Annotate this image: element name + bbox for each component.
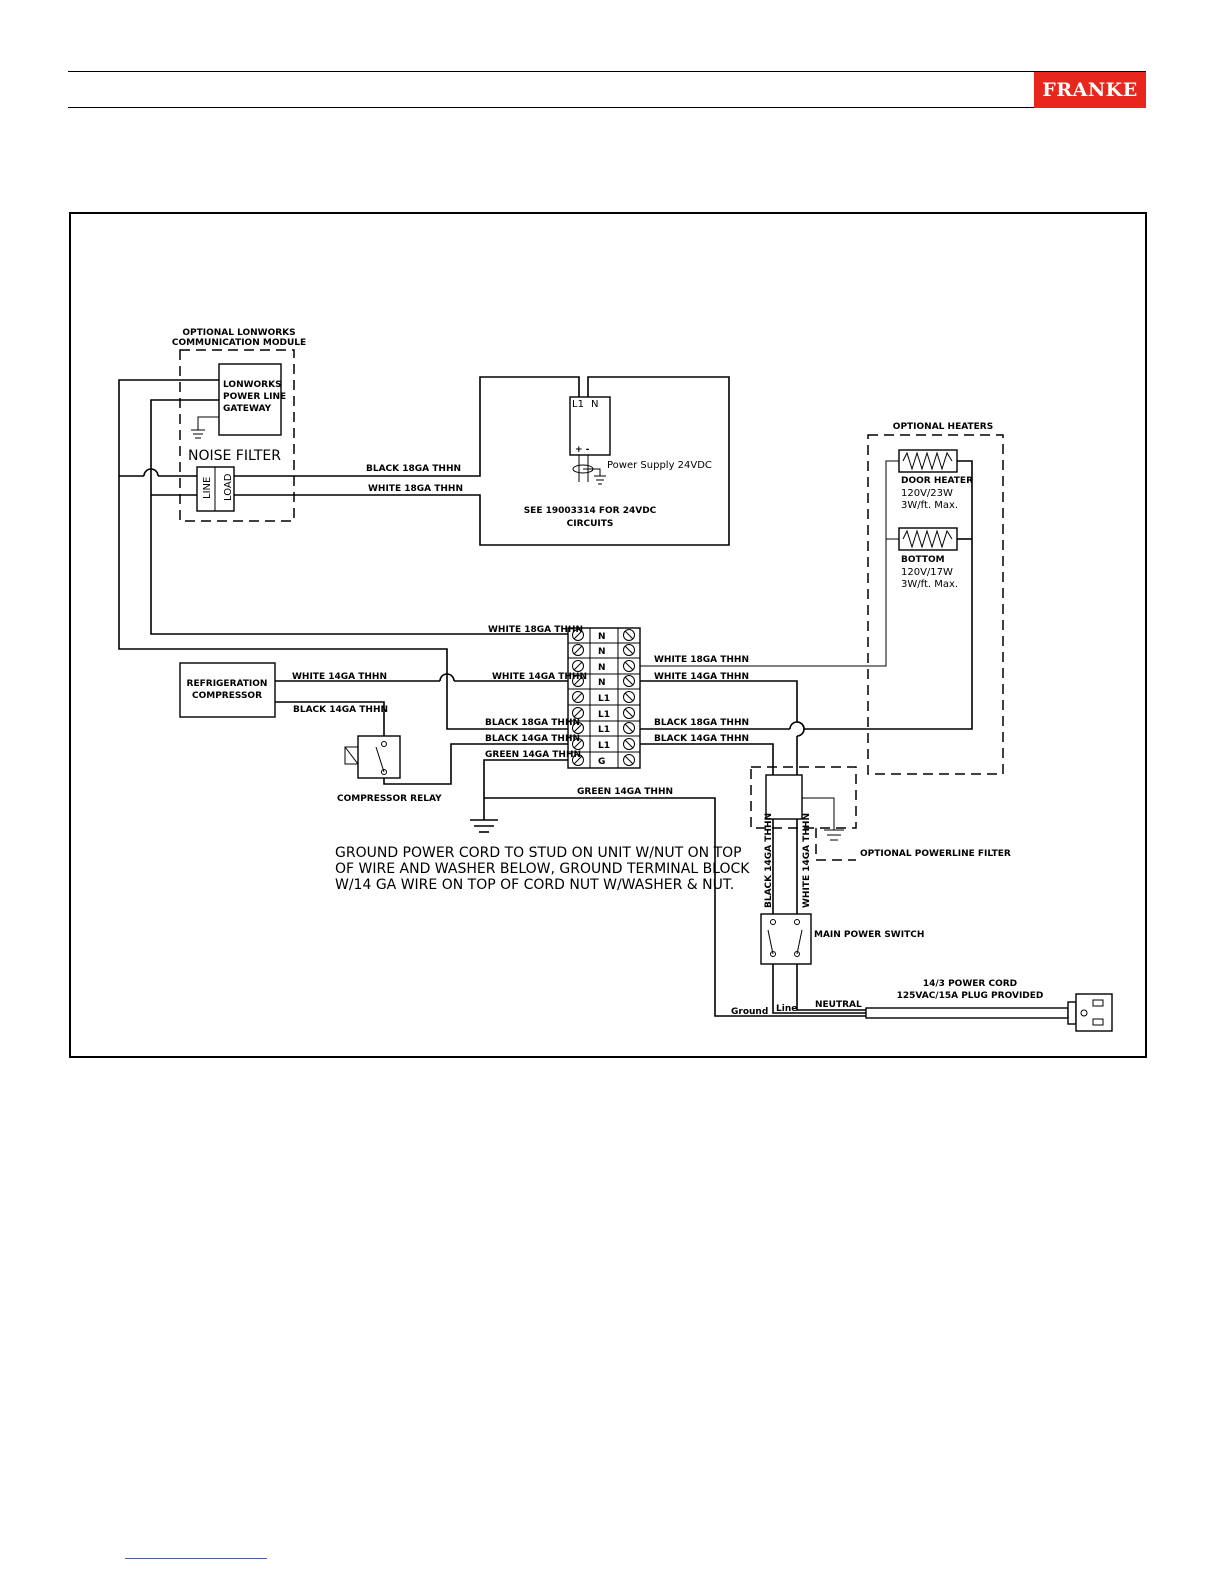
terminal-label-5: L1 (598, 694, 610, 704)
footer-link-underline[interactable] (125, 1558, 267, 1559)
noise-filter-load-label: LOAD (223, 473, 234, 501)
noise-filter-label: NOISE FILTER (188, 448, 281, 464)
wire-label-white-14-mid: WHITE 14GA THHN (492, 672, 587, 682)
chassis-ground-icon (470, 819, 498, 833)
power-supply-label: Power Supply 24VDC (607, 460, 712, 471)
ground-note-line-2: OF WIRE AND WASHER BELOW, GROUND TERMINA… (335, 861, 750, 877)
terminal-screws-right (623, 629, 635, 766)
power-supply-note-2: CIRCUITS (567, 519, 614, 529)
lonworks-module-outline (179, 349, 295, 522)
cord-ground-label: Ground (731, 1007, 768, 1017)
door-heater-resistor-icon (898, 449, 958, 473)
wire-label-white-14-comp: WHITE 14GA THHN (292, 672, 387, 682)
bottom-heater-resistor-icon (898, 527, 958, 551)
terminal-label-7: L1 (598, 725, 610, 735)
bottom-heater-label-3: 3W/ft. Max. (901, 579, 958, 590)
power-cord (865, 1007, 1069, 1019)
header-rule-bottom (68, 107, 1146, 108)
power-supply-note-1: SEE 19003314 FOR 24VDC (524, 506, 657, 516)
door-heater-label-3: 3W/ft. Max. (901, 500, 958, 511)
powerline-filter-outline (750, 766, 857, 829)
wiring-diagram: OPTIONAL LONWORKS COMMUNICATION MODULE L… (118, 328, 1113, 1032)
lonworks-group-label-1: OPTIONAL LONWORKS (182, 328, 295, 338)
compressor-relay-label: COMPRESSOR RELAY (337, 794, 442, 804)
terminal-label-3: N (598, 663, 606, 673)
power-cord-label-1: 14/3 POWER CORD (923, 979, 1017, 989)
franke-logo-text: FRANKE (1042, 79, 1138, 101)
power-supply-plus-minus: + - (575, 445, 590, 455)
powerline-filter-label: OPTIONAL POWERLINE FILTER (860, 849, 1011, 859)
gateway-ground-icon (191, 416, 219, 439)
wire-label-black-14-comp: BLACK 14GA THHN (293, 705, 388, 715)
wiring-diagram-frame: OPTIONAL LONWORKS COMMUNICATION MODULE L… (69, 212, 1147, 1058)
powerline-filter-box (765, 774, 803, 820)
cord-line-label: Line (776, 1004, 797, 1014)
lonworks-group-label-2: COMMUNICATION MODULE (172, 338, 306, 348)
power-cord-label-2: 125VAC/15A PLUG PROVIDED (897, 991, 1044, 1001)
terminal-label-9: G (598, 757, 605, 767)
wire-label-white-18-top: WHITE 18GA THHN (368, 484, 463, 494)
wire-label-white-18-left: WHITE 18GA THHN (488, 625, 583, 635)
gateway-label-2: POWER LINE (223, 392, 286, 402)
ground-note-line-1: GROUND POWER CORD TO STUD ON UNIT W/NUT … (335, 845, 742, 861)
compressor-label-2: COMPRESSOR (192, 691, 262, 701)
refrigeration-compressor-box (179, 662, 276, 718)
terminal-screws-left (572, 629, 584, 766)
terminal-block (567, 627, 641, 769)
wire-label-black-14-vert: BLACK 14GA THHN (764, 813, 774, 908)
power-supply-output-icon (572, 455, 606, 485)
wire-label-black-14-left: BLACK 14GA THHN (485, 734, 580, 744)
wire-label-black-18-top: BLACK 18GA THHN (366, 464, 461, 474)
wire-label-black-18-left: BLACK 18GA THHN (485, 718, 580, 728)
terminal-label-8: L1 (598, 741, 610, 751)
gateway-label-3: GATEWAY (223, 404, 272, 414)
noise-filter-line-label: LINE (202, 477, 213, 499)
power-supply-n: N (591, 399, 598, 410)
wire-label-white-14-vert: WHITE 14GA THHN (802, 813, 812, 908)
terminal-label-6: L1 (598, 710, 610, 720)
terminal-label-1: N (598, 632, 606, 642)
wire-label-black-18-right: BLACK 18GA THHN (654, 718, 749, 728)
lonworks-gateway-box (218, 363, 282, 436)
compressor-relay-icon (344, 735, 401, 779)
main-power-switch-icon (760, 913, 812, 965)
power-supply-box (569, 396, 611, 456)
main-switch-label: MAIN POWER SWITCH (814, 930, 924, 940)
power-supply-l1: L1 (572, 399, 584, 410)
terminal-label-2: N (598, 647, 606, 657)
wire-label-black-14-right: BLACK 14GA THHN (654, 734, 749, 744)
wire-label-white-18-right: WHITE 18GA THHN (654, 655, 749, 665)
wire-label-white-14-right: WHITE 14GA THHN (654, 672, 749, 682)
franke-logo: FRANKE (1034, 72, 1146, 108)
ground-note-line-3: W/14 GA WIRE ON TOP OF CORD NUT W/WASHER… (335, 877, 734, 893)
heaters-group-label: OPTIONAL HEATERS (893, 422, 993, 432)
wire-label-green-14-left: GREEN 14GA THHN (485, 750, 581, 760)
wire-label-green-14-bottom: GREEN 14GA THHN (577, 787, 673, 797)
power-plug-icon (1067, 993, 1113, 1032)
filter-ground-icon (802, 797, 844, 841)
bottom-heater-label-1: BOTTOM (901, 555, 945, 565)
header-rule-top (68, 71, 1146, 72)
gateway-label-1: LONWORKS (223, 380, 282, 390)
heaters-outline (867, 434, 1004, 775)
bottom-heater-label-2: 120V/17W (901, 567, 953, 578)
door-heater-label-2: 120V/23W (901, 488, 953, 499)
compressor-label-1: REFRIGERATION (187, 679, 268, 689)
cord-neutral-label: NEUTRAL (815, 1000, 862, 1010)
door-heater-label-1: DOOR HEATER (901, 476, 973, 486)
terminal-label-4: N (598, 678, 606, 688)
